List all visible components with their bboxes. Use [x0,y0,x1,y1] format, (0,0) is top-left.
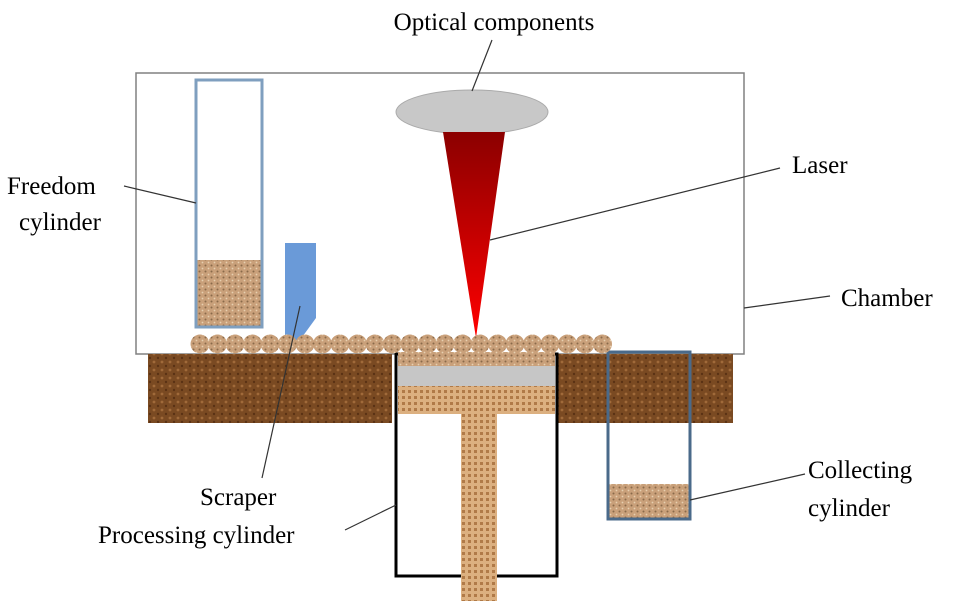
collecting-cylinder [606,350,692,521]
leader-chamber [743,295,831,309]
powder-particle [243,334,262,354]
label-freedom-2: cylinder [19,209,102,236]
powder-particle [295,334,315,354]
powder-layer [190,334,612,354]
label-collecting-1: Collecting [808,457,913,484]
freedom-cylinder-powder [197,260,261,327]
collecting-cylinder-powder [609,484,689,518]
powder-particle [313,334,332,354]
powder-particle [470,334,490,354]
powder-particle [575,334,595,354]
label-processing-cylinder: Processing cylinder [98,522,295,549]
leader-laser [489,167,781,241]
laser-beam [443,132,505,338]
powder-particle [330,334,350,354]
label-chamber: Chamber [841,285,933,312]
powder-particle [593,334,612,354]
scraper [285,243,316,340]
label-optical-components: Optical components [394,9,595,36]
platform-left [148,354,392,423]
leader-scraper [261,305,301,479]
powder-particle [418,334,437,354]
optical-lens [395,89,549,135]
powder-particle [260,334,280,354]
powder-particle [190,334,210,354]
label-scraper: Scraper [200,484,277,511]
powder-particle [365,334,385,354]
label-laser: Laser [792,152,848,179]
powder-particle [523,334,542,354]
piston-rod [461,414,497,601]
leader-freedom [123,185,197,204]
powder-particle [453,334,472,354]
powder-particle [208,334,227,354]
powder-particle [383,334,402,354]
piston-head [398,386,555,414]
label-collecting-2: cylinder [808,495,891,522]
powder-particle [225,334,245,354]
platform-right [558,354,733,423]
label-freedom-1: Freedom [7,173,96,200]
powder-particle [488,334,507,354]
powder-bed-top [398,352,555,366]
leader-processing [344,504,397,531]
powder-particle [435,334,455,354]
powder-particle [400,334,420,354]
freedom-cylinder [194,78,264,329]
leader-collecting [689,473,806,501]
leader-optical [471,39,493,92]
powder-particle [278,334,297,354]
powder-particle [558,334,577,354]
powder-particle [348,334,367,354]
powder-particle [505,334,525,354]
piston-plate [398,366,555,386]
powder-particle [540,334,560,354]
